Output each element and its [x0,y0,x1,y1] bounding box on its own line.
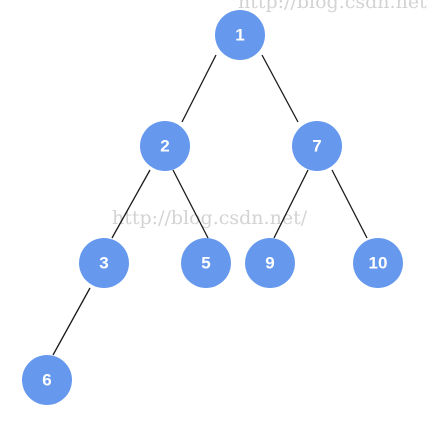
tree-node: 2 [140,121,190,171]
tree-node: 10 [353,238,403,288]
tree-node: 9 [245,238,295,288]
node-label: 2 [160,137,169,156]
edge-1-2 [181,54,217,123]
watermark-middle: http://blog.csdn.net/ [112,207,308,229]
tree-node: 5 [181,238,231,288]
tree-node: 7 [292,121,342,171]
node-label: 1 [235,26,244,45]
edge-1-7 [261,54,299,123]
edge-7-10 [331,169,368,239]
edge-2-5 [172,169,209,239]
node-label: 6 [42,371,51,390]
tree-nodes: 1 2 7 3 5 9 10 6 [22,10,403,405]
edge-3-6 [52,287,91,356]
watermark-top: http://blog.csdn.net/ [238,0,427,13]
tree-edges [52,54,368,356]
tree-node: 3 [79,238,129,288]
node-label: 7 [312,137,321,156]
node-label: 9 [265,254,274,273]
node-label: 10 [369,254,388,273]
node-label: 3 [99,254,108,273]
tree-node: 6 [22,355,72,405]
node-label: 5 [201,254,210,273]
edge-2-3 [111,169,151,239]
edge-7-9 [273,169,309,239]
tree-node: 1 [215,10,265,60]
